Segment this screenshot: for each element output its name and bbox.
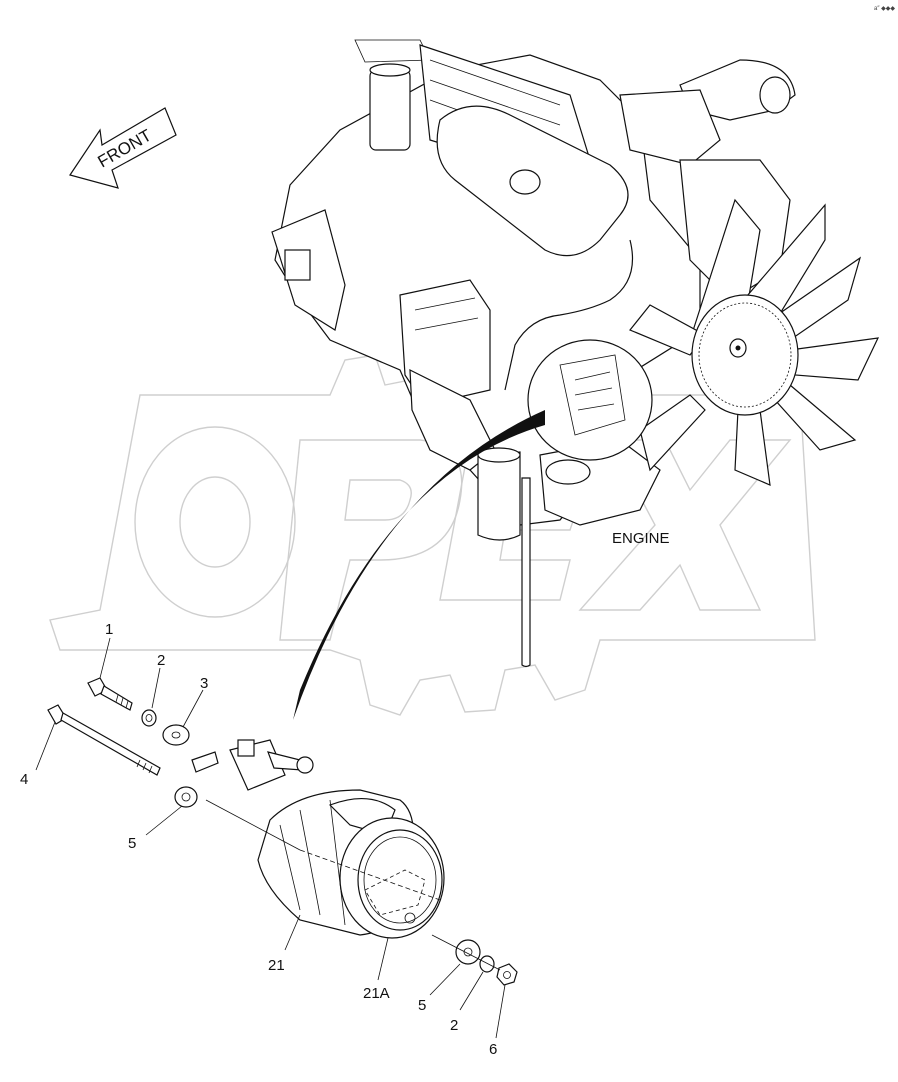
callout-21a: 21A bbox=[363, 985, 390, 1002]
washer-part-2b bbox=[479, 955, 495, 973]
callout-6: 6 bbox=[489, 1041, 497, 1058]
callout-2-rear: 2 bbox=[450, 1017, 458, 1034]
nut-part-6 bbox=[496, 963, 518, 986]
alternator-part-21 bbox=[205, 789, 445, 939]
callout-4: 4 bbox=[20, 771, 28, 788]
callout-5: 5 bbox=[128, 835, 136, 852]
spacer-part-5 bbox=[174, 786, 198, 808]
washer-part-3 bbox=[162, 724, 190, 746]
engine-label: ENGINE bbox=[612, 530, 670, 547]
axis-line bbox=[431, 934, 501, 971]
bolt-part-4 bbox=[47, 704, 161, 776]
washer-part-2 bbox=[141, 709, 157, 727]
callout-2: 2 bbox=[157, 652, 165, 669]
callout-1: 1 bbox=[105, 621, 113, 638]
front-arrow: FRONT bbox=[69, 107, 177, 189]
detail-magnifier bbox=[293, 339, 653, 720]
callout-21: 21 bbox=[268, 957, 285, 974]
callout-3: 3 bbox=[200, 675, 208, 692]
adjuster-link bbox=[191, 739, 314, 791]
fan-illustration bbox=[629, 198, 880, 486]
leader-lines bbox=[35, 637, 506, 1039]
callout-labels: 1 2 3 4 5 21 21A 5 2 6 bbox=[20, 621, 497, 1058]
callout-5-rear: 5 bbox=[418, 997, 426, 1014]
corner-mark: a″ ◆◆◆ bbox=[874, 6, 895, 12]
spacer-part-5b bbox=[455, 939, 481, 965]
bolt-part-1 bbox=[87, 677, 133, 711]
